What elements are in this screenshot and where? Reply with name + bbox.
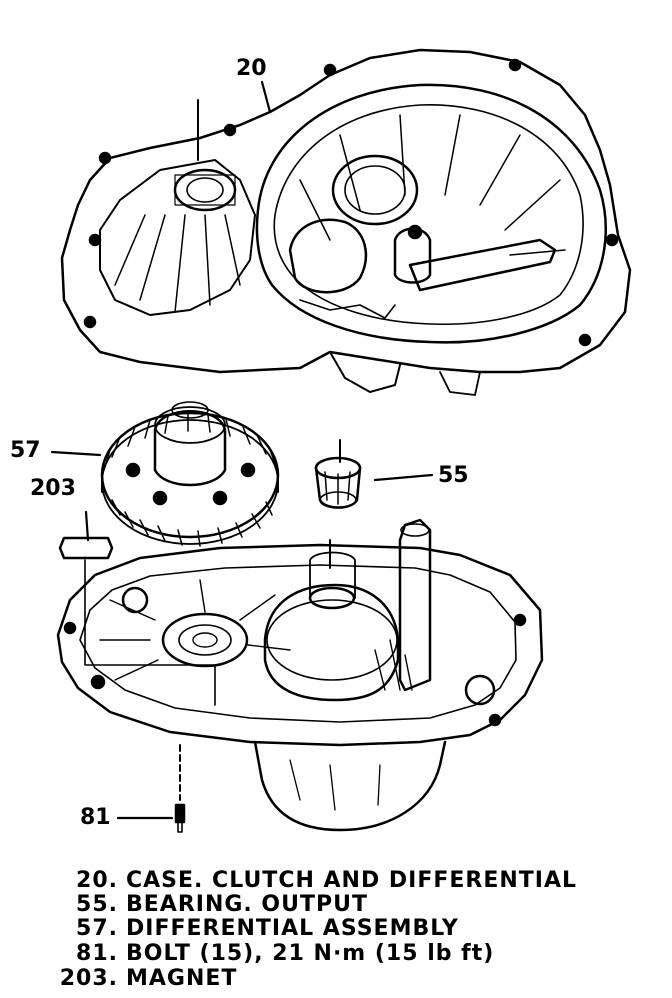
- callout-case: 20: [236, 56, 267, 81]
- exploded-view-diagram: [50, 48, 632, 833]
- legend-item-text: BOLT (15), 21 N·m (15 lb ft): [126, 941, 495, 966]
- callout-bolt: 81: [80, 805, 111, 830]
- legend-item-text: CASE. CLUTCH AND DIFFERENTIAL: [126, 868, 578, 893]
- callout-bearing: 55: [438, 463, 469, 488]
- legend-item-number: 81.: [76, 941, 118, 966]
- legend-item: 20. CASE. CLUTCH AND DIFFERENTIAL: [0, 868, 577, 893]
- legend-item-number: 57.: [76, 916, 118, 941]
- clutch-differential-case: [60, 48, 632, 396]
- legend-item: 57. DIFFERENTIAL ASSEMBLY: [0, 916, 459, 941]
- legend-item: 55. BEARING. OUTPUT: [0, 892, 368, 917]
- legend-item-number: 20.: [76, 868, 118, 893]
- transmission-case-lower: [56, 518, 544, 832]
- output-bearing: [314, 439, 362, 509]
- legend-item-number: 203.: [59, 966, 118, 991]
- magnet: [58, 536, 114, 560]
- differential-assembly: [100, 401, 280, 547]
- legend-item-text: DIFFERENTIAL ASSEMBLY: [126, 916, 459, 941]
- legend-item-number: 55.: [76, 892, 118, 917]
- legend-item-text: BEARING. OUTPUT: [126, 892, 369, 917]
- leader-lines: [50, 80, 434, 820]
- bolt: [174, 803, 186, 833]
- legend-item-text: MAGNET: [126, 966, 238, 991]
- callout-differential: 57: [10, 438, 41, 463]
- legend-item: 203. MAGNET: [0, 966, 237, 991]
- callout-magnet: 203: [30, 476, 76, 501]
- legend-item: 81. BOLT (15), 21 N·m (15 lb ft): [0, 941, 494, 966]
- parts-legend: 20. CASE. CLUTCH AND DIFFERENTIAL 55. BEAR…: [0, 852, 672, 998]
